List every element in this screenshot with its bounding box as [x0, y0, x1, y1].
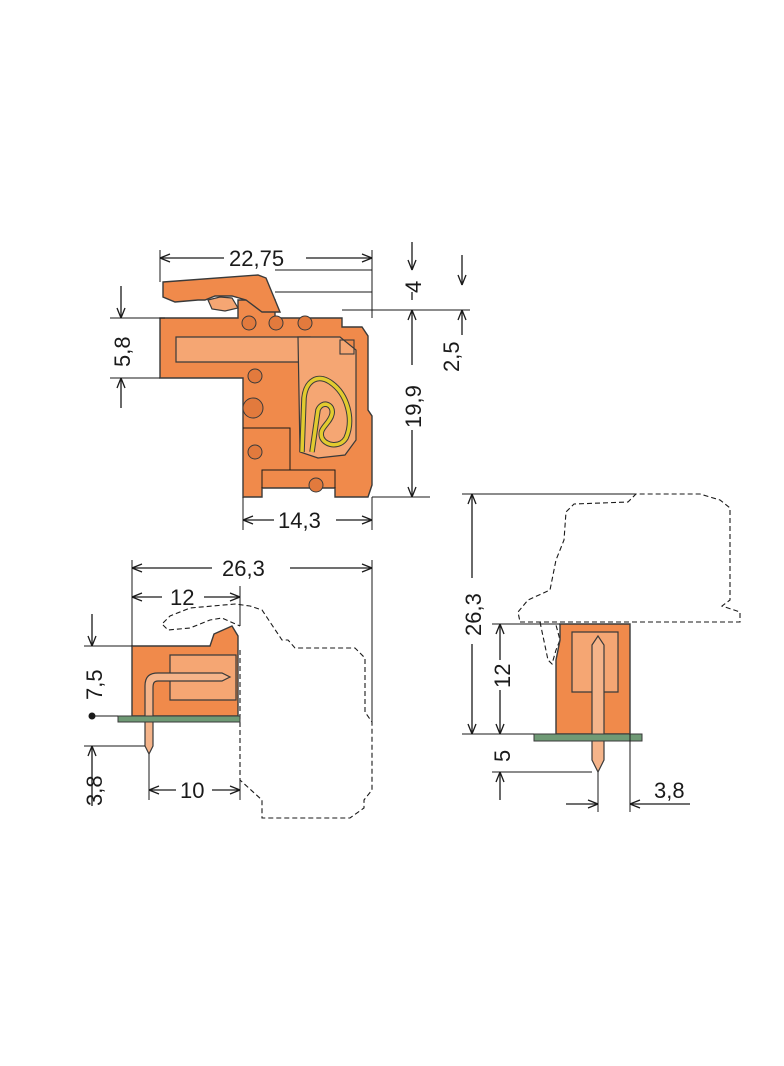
- top-view-hole: [247, 368, 263, 384]
- top-view-hole: [308, 477, 324, 493]
- top-view-latch-notch: [207, 296, 239, 312]
- top-view-hole: [242, 397, 264, 419]
- top-view-recess: [175, 336, 311, 363]
- top-view-slot-marker: [339, 339, 355, 355]
- side-view-pcb: [117, 715, 241, 723]
- top-view-inner-wall: [290, 469, 336, 488]
- side-dim-upper-length: 12: [170, 585, 194, 610]
- top-dim-width: 22,75: [229, 246, 284, 271]
- top-view-hole: [241, 315, 257, 331]
- front-view: 26,3 12 5 3,8: [461, 493, 741, 812]
- front-view-pin: [591, 634, 605, 774]
- front-view-pcb: [533, 733, 643, 742]
- front-dim-pin-length: 5: [490, 750, 515, 762]
- side-view-pin: [144, 672, 232, 756]
- side-dim-lower-length: 10: [180, 778, 204, 803]
- front-dim-total-height: 26,3: [461, 593, 486, 636]
- front-dim-pin-offset: 3,8: [654, 778, 685, 803]
- side-view-mating-outline: [161, 603, 373, 819]
- top-dim-left-step: 5,8: [110, 336, 135, 367]
- top-dim-base-width: 14,3: [278, 508, 321, 533]
- top-view-latch: [162, 274, 282, 313]
- top-view-hole: [268, 315, 284, 331]
- top-view-spring: [300, 376, 352, 453]
- side-dim-total-length: 26,3: [222, 556, 265, 581]
- side-dim-pin: 3,8: [82, 775, 107, 806]
- side-dim-height: 7,5: [82, 669, 107, 700]
- top-view-hole: [247, 444, 263, 460]
- top-dim-height: 19,9: [401, 385, 426, 428]
- side-view: 26,3 12 10 7,5 3,8: [82, 556, 373, 819]
- top-view-hole: [297, 315, 313, 331]
- front-dim-body-height: 12: [490, 664, 515, 688]
- top-view: 22,75 14,3 5,8 19,9 4 2,5: [110, 242, 470, 533]
- top-dim-right-small: 2,5: [439, 341, 464, 372]
- top-view-clamp-area: [297, 336, 357, 459]
- front-view-mating-outline: [517, 493, 741, 623]
- top-dim-small: 4: [401, 281, 426, 293]
